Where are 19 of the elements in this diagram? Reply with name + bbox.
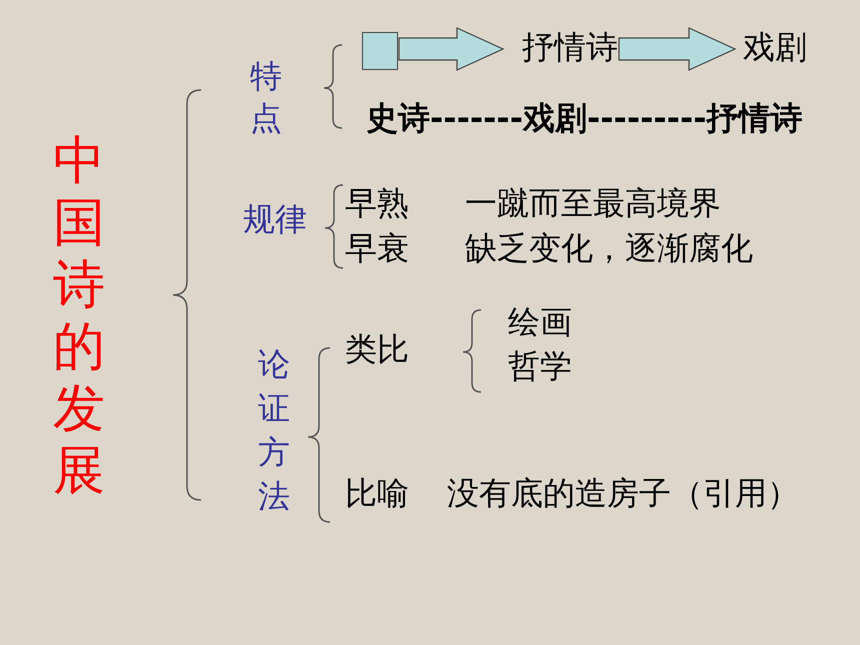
term: 绘画 xyxy=(508,306,572,338)
term: 早熟 xyxy=(345,187,409,219)
term: 类比 xyxy=(345,333,409,365)
term: 比喻 xyxy=(345,477,409,509)
sequence-text: 史诗-------戏剧---------抒情诗 xyxy=(366,102,802,134)
node-text: 戏剧 xyxy=(735,31,807,63)
block-arrow xyxy=(398,27,504,71)
heading: 特点 xyxy=(250,56,283,139)
description: 缺乏变化，逐渐腐化 xyxy=(465,232,753,264)
heading: 论证方法 xyxy=(258,344,291,517)
title: 中国诗的发展 xyxy=(52,130,106,502)
description: 一蹴而至最高境界 xyxy=(465,187,721,219)
description: 没有底的造房子（引用） xyxy=(447,477,799,509)
term: 哲学 xyxy=(508,350,572,382)
block-arrow xyxy=(618,27,736,71)
square-box xyxy=(362,32,398,70)
term: 早衰 xyxy=(345,232,409,264)
node-text: 抒情诗 xyxy=(503,31,618,63)
heading: 规律 xyxy=(243,203,307,235)
